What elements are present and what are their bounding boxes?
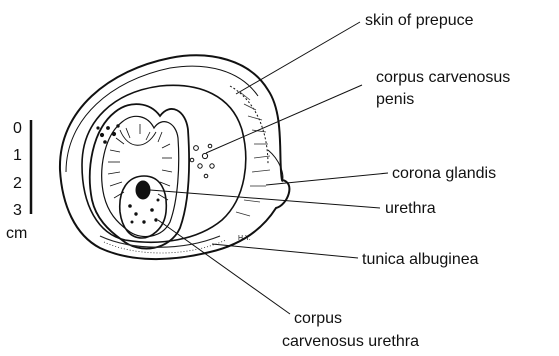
leader-corpus-cavernosus-penis: [206, 85, 362, 153]
label-corpus-cavernosus-penis-line2: penis: [376, 91, 414, 108]
leader-urethra: [150, 190, 380, 208]
labels: skin of prepuce corpus carvenosus penis …: [282, 12, 510, 350]
artist-signature: H.Y.: [238, 235, 251, 242]
leader-tunica-albuginea: [212, 244, 358, 258]
leader-corona-glandis: [266, 173, 388, 185]
label-corona-glandis: corona glandis: [392, 165, 496, 182]
leader-skin-of-prepuce: [236, 22, 360, 94]
scale-bar: 0 1 2 3 cm: [6, 120, 31, 242]
scale-tick-1: 1: [13, 147, 22, 164]
scale-unit: cm: [6, 225, 27, 242]
label-corpus-cavernosus-urethra-line1: corpus: [294, 310, 342, 327]
label-urethra: urethra: [385, 200, 436, 217]
label-skin-of-prepuce: skin of prepuce: [365, 12, 474, 29]
scale-tick-3: 3: [13, 202, 22, 219]
scale-tick-2: 2: [13, 175, 22, 192]
urethra-lumen: [136, 181, 150, 199]
urethra-shape: [120, 176, 167, 238]
label-corpus-cavernosus-urethra-line2: carvenosus urethra: [282, 333, 419, 350]
scale-tick-0: 0: [13, 120, 22, 137]
label-corpus-cavernosus-penis-line1: corpus carvenosus: [376, 69, 510, 86]
leader-corpus-cavernosus-urethra: [158, 220, 290, 314]
label-tunica-albuginea: tunica albuginea: [362, 251, 479, 268]
